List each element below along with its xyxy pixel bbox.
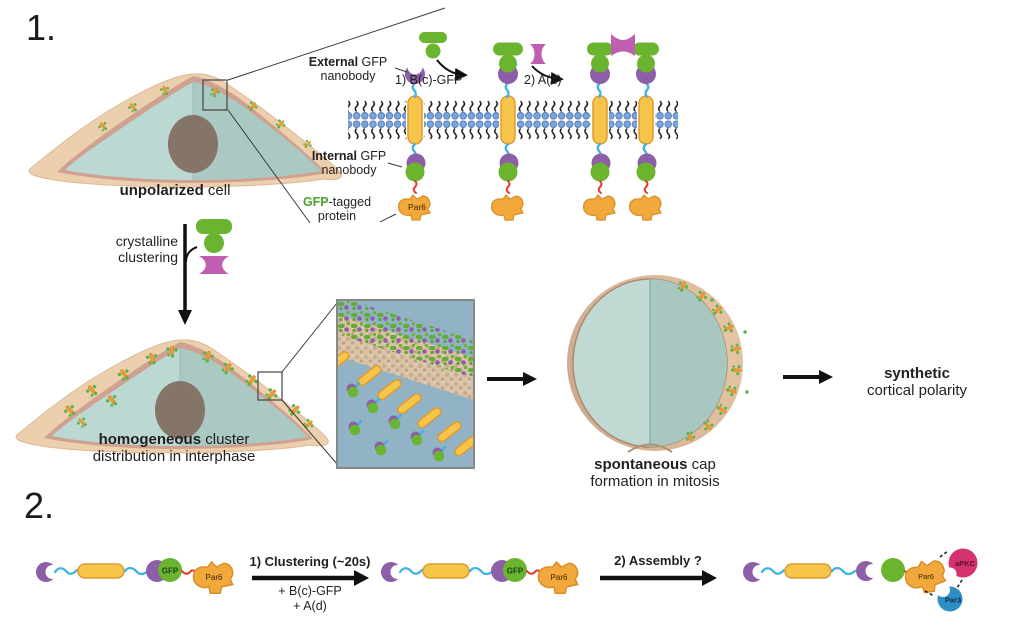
zoom-region-box: [202, 79, 228, 111]
transmembrane-rod: [592, 95, 608, 145]
par6-shape: [904, 560, 947, 594]
transmembrane-rod: [407, 95, 423, 145]
gfp-label: GFP: [162, 567, 179, 576]
clustering-step-title: 1) Clustering (~20s): [249, 554, 371, 569]
interphase-cell: [15, 339, 329, 454]
zoom-link-line: [227, 109, 311, 224]
zoom-link-line: [281, 399, 338, 465]
bc-gfp-icon: [196, 219, 232, 253]
external-linkers: [411, 81, 650, 99]
transmembrane-rods: [406, 95, 655, 145]
gfp-circle: [158, 558, 182, 582]
free-bc-gfp: [419, 32, 447, 59]
par6-label: Par6: [551, 573, 568, 582]
label-pointer: [387, 162, 403, 168]
mitosis-caption: spontaneous cap formation in mitosis: [590, 456, 720, 490]
step2-label: 2) A(d): [524, 73, 562, 87]
zoom-link-line: [281, 302, 338, 373]
external-nanobody-empty: [405, 59, 425, 84]
step1-arrow: [436, 59, 468, 81]
inset-crystal-lattice: [337, 300, 474, 378]
gfp-tagged-label: GFP-tagged protein: [302, 195, 372, 223]
step1-arrow-panel2: [252, 570, 369, 586]
par6-label: Par6: [206, 573, 223, 582]
construct-3-assembled: aPKC Par3 Par6: [743, 548, 978, 612]
internal-assembly: [490, 142, 525, 222]
arrow-to-outcome: [783, 370, 833, 384]
gfp-circle: [881, 558, 905, 582]
par3-label: Par3: [945, 596, 961, 605]
zoom-link-line: [227, 7, 446, 81]
clustering-step-sub1: + B(c)-GFP: [278, 584, 342, 598]
clustering-step-sub2: + A(d): [293, 599, 327, 613]
gfp-label: GFP: [507, 567, 524, 576]
panel2-number: 2.: [24, 485, 55, 526]
unpolarized-caption: unpolarized cell: [119, 182, 231, 199]
interphase-caption: homogeneous cluster distribution in inte…: [92, 431, 256, 465]
internal-nanobody-label: Internal GFP nanobody: [311, 149, 387, 177]
ad-bridge: [611, 34, 635, 56]
cluster-inset: [336, 299, 475, 469]
ad-icon: [199, 256, 229, 274]
label-pointer: [379, 213, 397, 223]
apkc-label: aPKC: [955, 559, 976, 568]
par6-label: Par6: [408, 202, 426, 212]
polarity-cap-clusters: [675, 279, 749, 444]
transmembrane-rod: [638, 95, 654, 145]
outcome-caption: synthetic cortical polarity: [866, 365, 968, 399]
membrane-diagram: Par6: [348, 32, 678, 223]
crosslinked-pair: [587, 34, 659, 84]
mitotic-cell: [567, 275, 749, 453]
clustering-label: crystalline clustering: [115, 233, 178, 265]
panel1-number: 1.: [26, 7, 57, 48]
free-ad-crosslinker: [530, 44, 546, 64]
unpolarized-cell: [28, 73, 342, 188]
inset-gfp-particles: [346, 381, 447, 462]
apkc-shape: aPKC: [943, 548, 978, 581]
transmembrane-rod: [500, 95, 516, 145]
down-arrowhead: [178, 310, 192, 325]
construct-2: GFP Par6: [381, 558, 579, 594]
inset-cylinders: [337, 351, 474, 457]
bound-gfp-unit2: [493, 42, 523, 84]
arrow-to-mitosis: [487, 372, 537, 386]
assembly-dashed-links: [924, 550, 963, 597]
step2-arrow: [531, 65, 564, 85]
internal-assembly: [582, 142, 617, 222]
external-nanobody-label: External GFP nanobody: [308, 55, 388, 83]
par3-shape: Par3: [936, 583, 963, 612]
internal-assembly: [628, 142, 663, 222]
label-pointer: [394, 67, 408, 73]
step1-label: 1) B(c)-GFP: [395, 73, 463, 87]
construct-1: GFP Par6: [36, 558, 234, 594]
par6-label: Par6: [918, 572, 934, 581]
zoom-region-box: [257, 371, 283, 401]
inset-border: [336, 299, 475, 469]
clustering-step: [178, 219, 232, 325]
step2-arrow-panel2: [600, 570, 717, 586]
lobe-cleft: [627, 443, 673, 453]
assembly-step-title: 2) Assembly ?: [614, 553, 702, 568]
